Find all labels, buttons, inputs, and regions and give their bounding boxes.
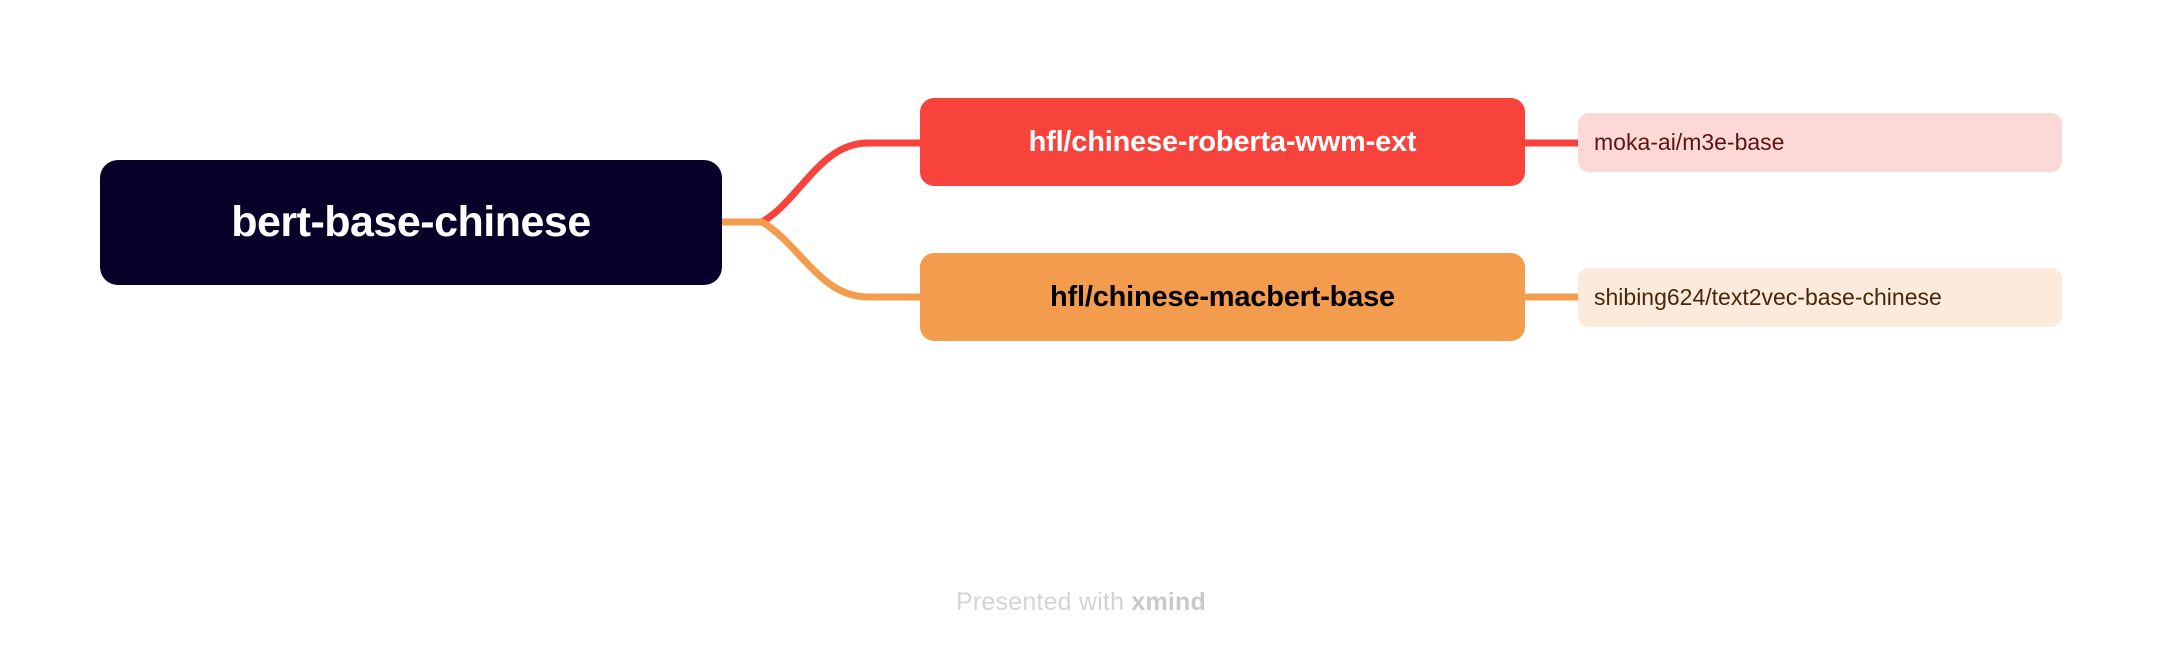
root-node-label: bert-base-chinese bbox=[231, 198, 591, 246]
leaf-node-m3e[interactable]: moka-ai/m3e-base bbox=[1578, 113, 2062, 172]
branch-node-roberta-label: hfl/chinese-roberta-wwm-ext bbox=[1028, 125, 1417, 158]
leaf-node-text2vec[interactable]: shibing624/text2vec-base-chinese bbox=[1578, 268, 2062, 327]
connector-root-to-roberta bbox=[758, 139, 924, 226]
leaf-node-text2vec-label: shibing624/text2vec-base-chinese bbox=[1594, 284, 1942, 310]
footer-prefix: Presented with bbox=[956, 588, 1132, 616]
leaf-node-m3e-label: moka-ai/m3e-base bbox=[1594, 129, 1785, 155]
root-node[interactable]: bert-base-chinese bbox=[100, 160, 722, 285]
branch-node-macbert[interactable]: hfl/chinese-macbert-base bbox=[920, 253, 1525, 341]
branch-node-roberta[interactable]: hfl/chinese-roberta-wwm-ext bbox=[920, 98, 1525, 186]
connector-root-to-macbert bbox=[758, 218, 924, 301]
footer-brand: xmind bbox=[1131, 588, 1206, 616]
branch-node-macbert-label: hfl/chinese-macbert-base bbox=[1050, 280, 1395, 313]
footer-watermark: Presented with xmind bbox=[0, 588, 2162, 617]
